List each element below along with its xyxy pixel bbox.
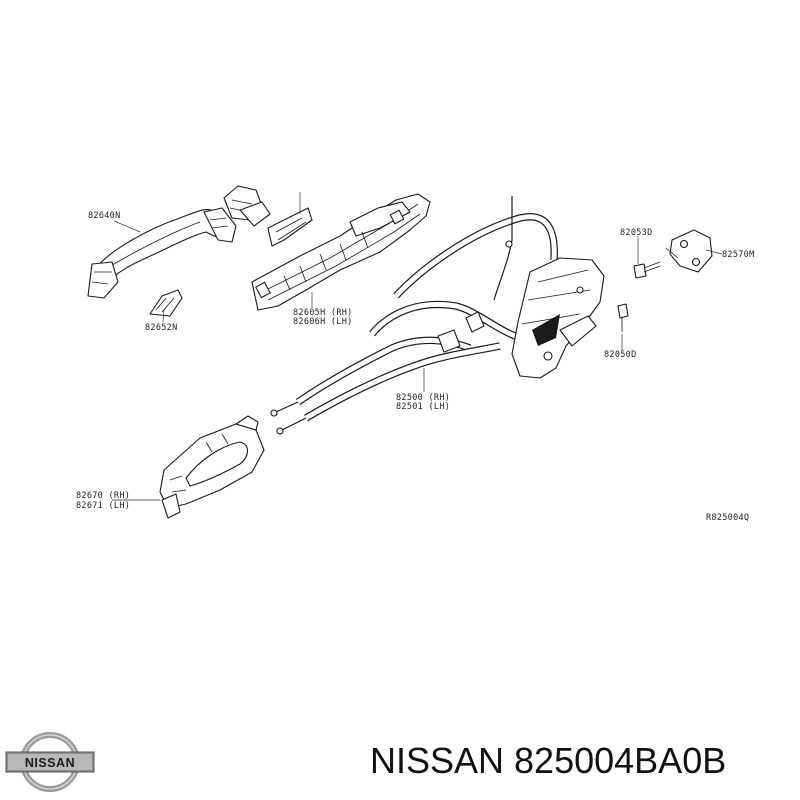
- handle-escutcheon: [149, 289, 183, 317]
- inner-door-handle: [159, 415, 265, 519]
- label-82670-rh: 82670 (RH): [76, 491, 130, 501]
- label-82501-lh: 82501 (LH): [396, 402, 450, 412]
- lock-cable-assembly: [270, 196, 558, 435]
- nissan-logo: NISSAN: [5, 732, 95, 792]
- label-82671-lh: 82671 (LH): [76, 501, 130, 511]
- door-lock-actuator: [511, 257, 605, 379]
- part-labels: 82640N 82652N 82605H (RH) 82606H (LH) 82…: [76, 211, 755, 523]
- striker-and-bolts: [617, 229, 713, 332]
- label-82050D: 82050D: [604, 350, 637, 360]
- label-82053D: 82053D: [620, 228, 653, 238]
- label-82606H-lh: 82606H (LH): [293, 317, 353, 327]
- nissan-logo-text: NISSAN: [25, 756, 75, 770]
- part-number-title: NISSAN 825004BA0B: [370, 740, 727, 781]
- label-82605H-rh: 82605H (RH): [293, 308, 353, 318]
- handle-bracket: [251, 193, 431, 311]
- label-82652N: 82652N: [145, 323, 178, 333]
- label-82500-rh: 82500 (RH): [396, 393, 450, 403]
- leader-lines: [112, 192, 723, 501]
- outer-door-handle: [87, 207, 237, 299]
- diagram-reference-code: R825004Q: [706, 513, 749, 523]
- label-82570M: 82570M: [722, 250, 755, 260]
- key-cylinder-parts: [223, 185, 313, 247]
- label-82640N: 82640N: [88, 211, 121, 221]
